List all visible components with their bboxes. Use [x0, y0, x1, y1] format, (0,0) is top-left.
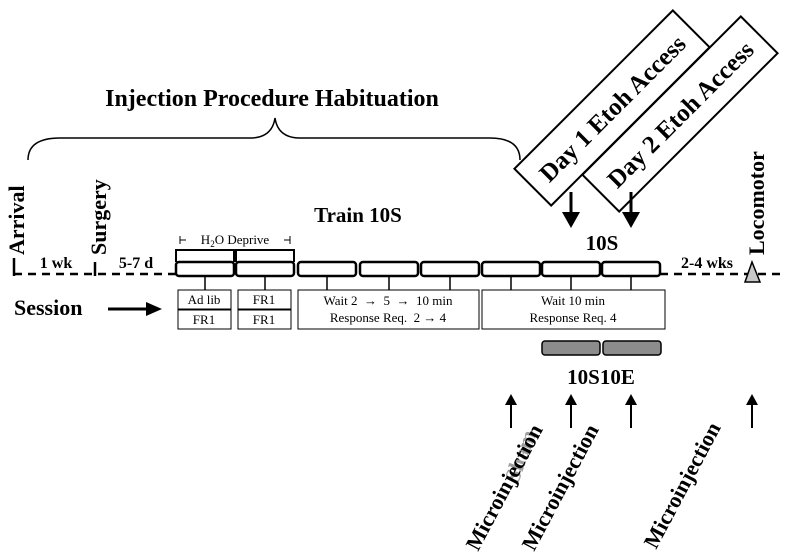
box-adlib: Ad lib	[188, 292, 221, 307]
h2o-deprive-label: H2O Deprive	[179, 232, 291, 249]
box-fr1-a: FR1	[193, 312, 215, 327]
micro3-label: Microinjection	[638, 418, 725, 552]
detail-boxes	[177, 289, 666, 330]
day1-arrow	[562, 192, 580, 228]
five-seven-d-label: 5-7 d	[119, 255, 153, 272]
session-label: Session	[14, 295, 82, 320]
box-fr1-b: FR1	[253, 292, 275, 307]
day2-arrow	[622, 192, 640, 228]
micro3-arrow	[746, 394, 758, 428]
locomotor-label: Locomotor	[744, 151, 769, 255]
habituation-brace	[27, 117, 521, 161]
h2o-brackets	[175, 249, 295, 262]
box-fr1-c: FR1	[253, 312, 275, 327]
session-ticks	[204, 276, 632, 290]
svg-text:H2O Deprive: H2O Deprive	[201, 232, 270, 249]
wait-ten-line2: Response Req. 4	[529, 310, 617, 325]
ten-s-ten-e-label: 10S10E	[567, 365, 635, 389]
wait-ten-line1: Wait 10 min	[541, 293, 605, 308]
micro1-arrow	[565, 394, 577, 428]
ten-s-label: 10S	[586, 231, 619, 255]
ten-s-ten-e-bars	[541, 340, 662, 356]
locomotor-marker	[743, 259, 762, 283]
habituation-label: Injection Procedure Habituation	[105, 86, 439, 112]
session-blocks	[174, 260, 662, 278]
wait-train-line2: Response Req. 2 → 4	[330, 310, 447, 325]
surgery-label: Surgery	[86, 179, 111, 255]
wait-train-line1: Wait 2 → 5 → 10 min	[324, 293, 453, 308]
train-10s-label: Train 10S	[314, 203, 402, 227]
one-wk-label: 1 wk	[40, 255, 73, 272]
sham-arrow	[505, 394, 517, 428]
arrival-label: Arrival	[4, 185, 29, 255]
two-four-wks-label: 2-4 wks	[681, 255, 733, 272]
micro2-arrow	[625, 394, 637, 428]
session-arrow	[108, 302, 162, 316]
